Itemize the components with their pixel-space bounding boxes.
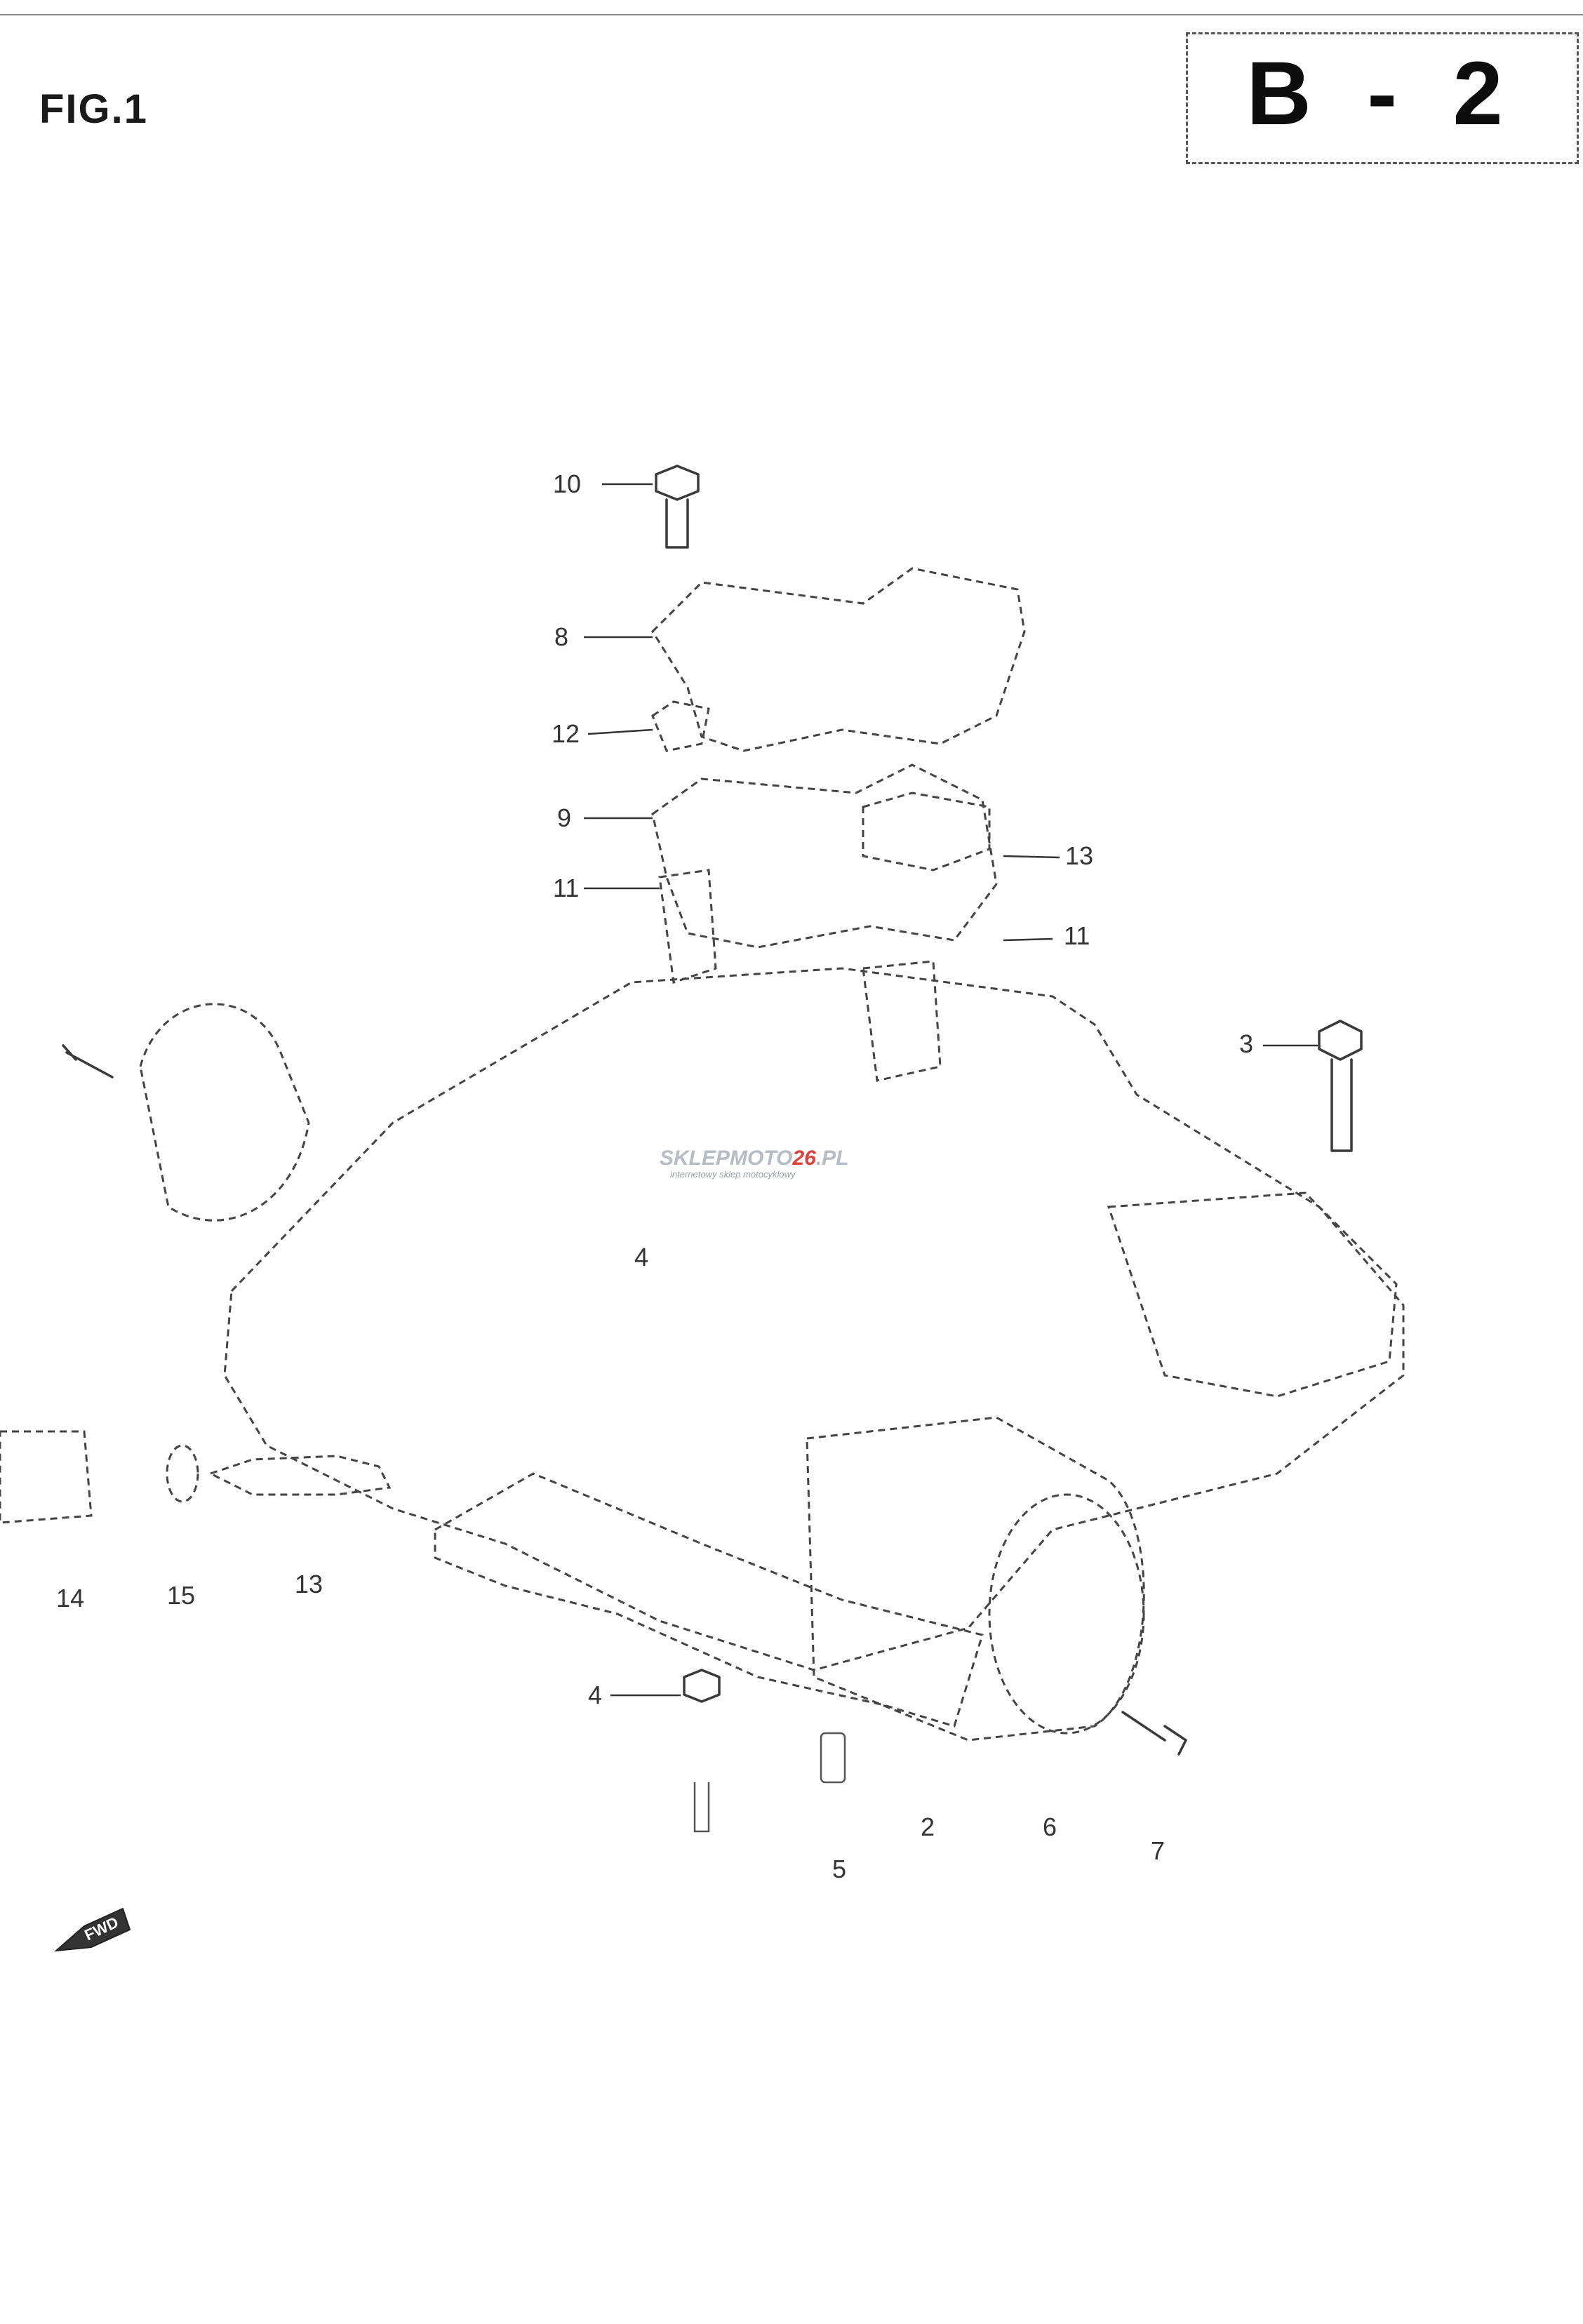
crankcase-housing bbox=[223, 967, 1405, 1728]
callout-2: 2 bbox=[921, 1812, 935, 1841]
callout-13-upper: 13 bbox=[1065, 841, 1093, 870]
fwd-arrow: FWD bbox=[53, 1907, 131, 1952]
callout-10: 10 bbox=[553, 469, 581, 498]
bolt-part-4 bbox=[683, 1669, 721, 1703]
watermark-logo: SKLEPMOTO26.PL internetowy sklep motocyk… bbox=[660, 1147, 849, 1180]
side-cover bbox=[139, 1003, 310, 1222]
bolt-part-3 bbox=[1318, 1020, 1363, 1152]
watermark-brand-right: .PL bbox=[816, 1147, 849, 1170]
callout-13-lower: 13 bbox=[295, 1570, 323, 1598]
callout-5: 5 bbox=[832, 1855, 846, 1883]
callout-9: 9 bbox=[557, 803, 571, 832]
watermark-tagline: internetowy sklep motocyklowy bbox=[670, 1169, 796, 1180]
cover-plate-part-8 bbox=[651, 567, 1026, 752]
callout-7: 7 bbox=[1151, 1836, 1165, 1865]
starter-motor-part-6 bbox=[806, 1416, 1145, 1742]
callout-11-left: 11 bbox=[553, 874, 579, 902]
reed-block-part-13 bbox=[862, 792, 991, 872]
screw-part-7 bbox=[1121, 1711, 1187, 1756]
svg-text:SKLEPMOTO26.PL: SKLEPMOTO26.PL bbox=[660, 1147, 849, 1170]
callout-3: 3 bbox=[1239, 1029, 1253, 1058]
watermark-brand-badge: 26 bbox=[792, 1147, 816, 1170]
bolt-part-10 bbox=[655, 465, 700, 549]
watermark-brand-left: SKLEPMOTO bbox=[660, 1147, 792, 1170]
gasket-part-12 bbox=[651, 700, 710, 752]
callout-12: 12 bbox=[552, 719, 580, 748]
reed-plate-part-9 bbox=[651, 763, 998, 949]
callout-4-upper: 4 bbox=[634, 1243, 648, 1271]
top-rule bbox=[0, 14, 1583, 15]
page-code: B - 2 bbox=[1246, 44, 1518, 144]
callout-11-right: 11 bbox=[1064, 921, 1090, 950]
screw-left bbox=[62, 1044, 114, 1078]
figure-label: FIG.1 bbox=[39, 86, 149, 132]
callout-14: 14 bbox=[56, 1584, 84, 1612]
spacer-part-11-right bbox=[862, 960, 942, 1082]
page-code-box bbox=[1186, 32, 1579, 164]
callout-4-lower: 4 bbox=[588, 1681, 602, 1709]
spacer-part-11-left bbox=[658, 869, 717, 984]
callout-8: 8 bbox=[554, 622, 568, 651]
oil-pressure-switch-parts bbox=[0, 1430, 392, 1524]
callout-6: 6 bbox=[1043, 1812, 1057, 1841]
dowel-pins-part-5 bbox=[693, 1732, 846, 1833]
callout-15: 15 bbox=[167, 1581, 195, 1610]
